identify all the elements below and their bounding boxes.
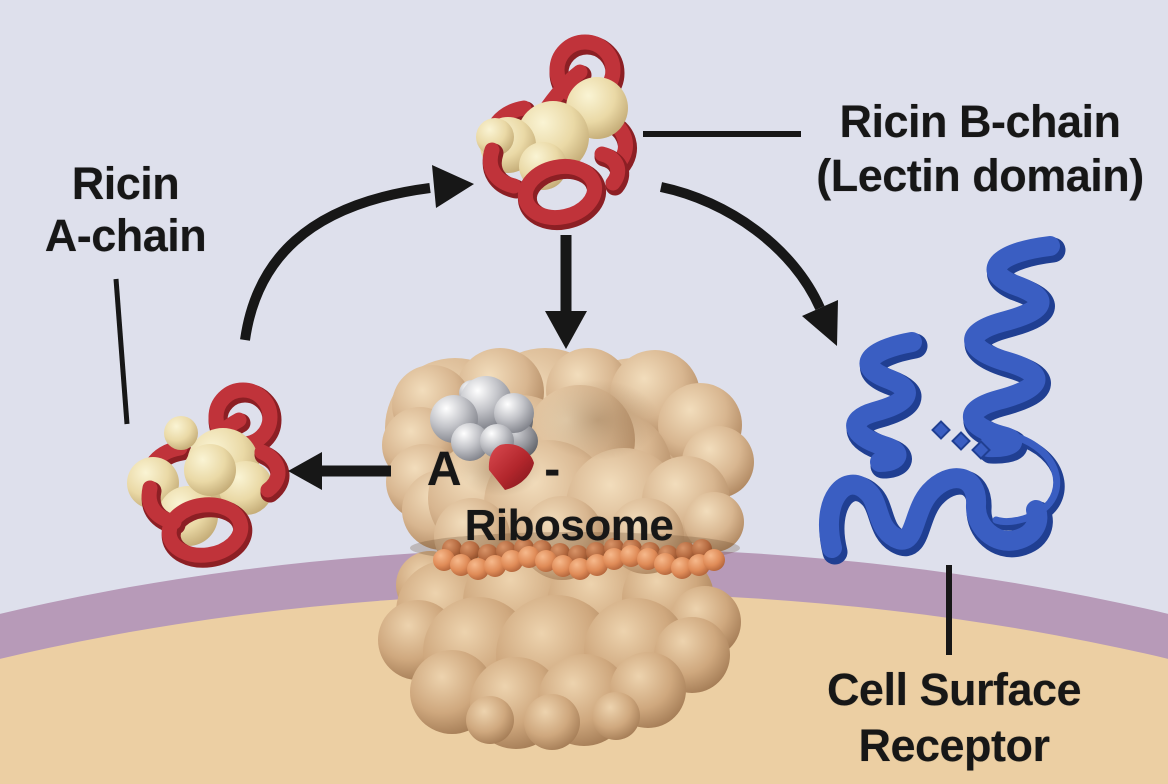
ricin-a-chain-label-line2: A-chain: [44, 210, 207, 262]
callout-line-ricin-a: [113, 278, 130, 425]
ricin-a-chain-label: Ricin A-chain: [8, 158, 243, 262]
ricin-a-chain-protein: [127, 382, 290, 568]
ricin-b-chain-label-line2: (Lectin domain): [816, 150, 1144, 201]
cell-surface-receptor-protein: [818, 236, 1066, 565]
arrow-a-chain-to-holotoxin: [240, 165, 474, 341]
arrow-holotoxin-to-ribosome: [545, 235, 587, 349]
cell-surface-receptor-label-line1: Cell Surface: [826, 664, 1082, 715]
mrna-strand: [433, 538, 725, 580]
minus-mark: -: [544, 443, 560, 496]
cell-surface-receptor-label-line2: Receptor: [858, 719, 1050, 771]
depurination-site: [488, 444, 534, 490]
ribosome-label: Ribosome: [464, 501, 674, 550]
arrow-holotoxin-to-receptor: [659, 182, 838, 346]
mrna-front-row: [433, 545, 725, 580]
glycan-diamonds: [931, 420, 991, 460]
arrow-ribosome-to-a-chain: [288, 452, 391, 490]
ricin-a-chain-label-line1: Ricin: [71, 158, 180, 209]
adenine-site-label: A: [426, 443, 462, 496]
ricin-b-chain-label-line1: Ricin B-chain: [839, 96, 1121, 147]
ricin-b-chain-label: Ricin B-chain (Lectin domain): [778, 95, 1168, 203]
cell-surface-receptor-label: Cell Surface Receptor: [758, 662, 1150, 774]
ricin-holotoxin: [476, 34, 637, 231]
